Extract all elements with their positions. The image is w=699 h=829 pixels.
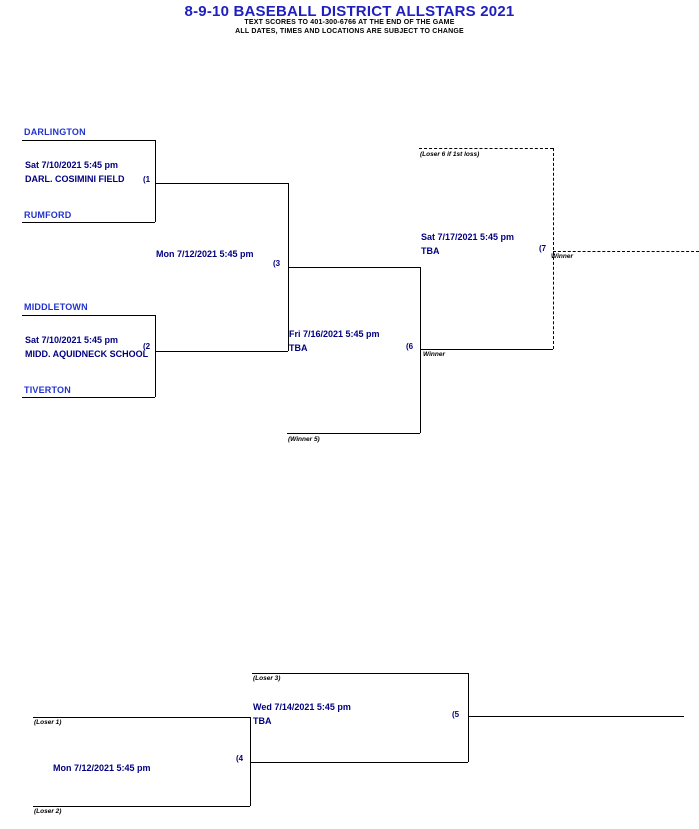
- bracket-line-loser3-feed: [252, 673, 468, 674]
- bracket-line-loser2-feed: [33, 806, 250, 807]
- bracket-line-game7-vertical-dashed: [553, 148, 554, 349]
- bracket-line-game3-output: [288, 267, 420, 268]
- bracket-line-game2-top-seed: [22, 315, 155, 316]
- label-winner-game7: Winner: [551, 253, 573, 260]
- game3-number: (3: [273, 259, 281, 268]
- team-label-darlington: DARLINGTON: [24, 127, 86, 137]
- page-title: 8-9-10 BASEBALL DISTRICT ALLSTARS 2021: [184, 3, 515, 20]
- game2-number: (2: [143, 342, 151, 351]
- subtitle-text-scores: TEXT SCORES TO 401-300-6766 AT THE END O…: [244, 19, 455, 26]
- game1-number: (1: [143, 175, 151, 184]
- bracket-line-loser6-feed-dashed: [419, 148, 553, 149]
- game4-datetime: Mon 7/12/2021 5:45 pm: [53, 763, 151, 773]
- game5-number: (5: [452, 710, 460, 719]
- label-winner5-feed: (Winner 5): [288, 436, 320, 443]
- game6-number: (6: [406, 342, 414, 351]
- label-loser1-feed: (Loser 1): [34, 719, 62, 726]
- label-loser3-feed: (Loser 3): [253, 675, 281, 682]
- bracket-line-game7-output-dashed: [553, 251, 699, 252]
- bracket-line-game4-vertical: [250, 717, 251, 806]
- bracket-line-game2-vertical: [155, 315, 156, 397]
- label-winner-game6: Winner: [423, 351, 445, 358]
- game3-datetime: Mon 7/12/2021 5:45 pm: [156, 249, 254, 259]
- bracket-line-game1-bottom-seed: [22, 222, 155, 223]
- bracket-line-loser1-feed: [33, 717, 250, 718]
- bracket-line-game6-output: [420, 349, 553, 350]
- bracket-line-game1-vertical: [155, 140, 156, 222]
- bracket-line-game6-vertical: [420, 267, 421, 433]
- team-label-rumford: RUMFORD: [24, 210, 72, 220]
- game5-datetime: Wed 7/14/2021 5:45 pm: [253, 702, 351, 712]
- bracket-line-winner5-feed: [287, 433, 420, 434]
- game5-location: TBA: [253, 716, 272, 726]
- label-loser2-feed: (Loser 2): [34, 808, 62, 815]
- game6-location: TBA: [289, 343, 308, 353]
- game2-datetime: Sat 7/10/2021 5:45 pm: [25, 335, 119, 345]
- team-label-tiverton: TIVERTON: [24, 385, 71, 395]
- bracket-line-game1-output: [155, 183, 288, 184]
- subtitle-disclaimer: ALL DATES, TIMES AND LOCATIONS ARE SUBJE…: [235, 28, 464, 35]
- team-label-middletown: MIDDLETOWN: [24, 302, 88, 312]
- game4-number: (4: [236, 754, 244, 763]
- bracket-line-game2-bottom-seed: [22, 397, 155, 398]
- game7-location: TBA: [421, 246, 440, 256]
- bracket-line-game5-output: [468, 716, 684, 717]
- bracket-line-game4-output: [250, 762, 468, 763]
- game7-datetime: Sat 7/17/2021 5:45 pm: [421, 232, 515, 242]
- bracket-line-game5-vertical: [468, 673, 469, 762]
- game1-datetime: Sat 7/10/2021 5:45 pm: [25, 160, 119, 170]
- label-loser6-feed: (Loser 6 if 1st loss): [420, 151, 480, 158]
- bracket-line-game1-top-seed: [22, 140, 155, 141]
- game2-location: MIDD. AQUIDNECK SCHOOL: [25, 349, 149, 359]
- bracket-line-game2-output: [155, 351, 288, 352]
- game1-location: DARL. COSIMINI FIELD: [25, 174, 125, 184]
- game6-datetime: Fri 7/16/2021 5:45 pm: [289, 329, 380, 339]
- game7-number: (7: [539, 244, 547, 253]
